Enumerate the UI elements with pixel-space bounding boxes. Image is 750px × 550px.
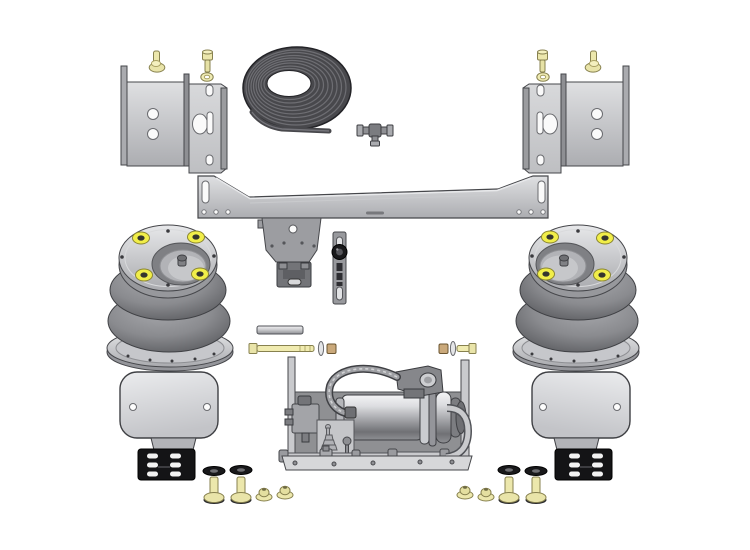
air-spring-right [512, 224, 640, 372]
label-print [336, 263, 343, 271]
black-washer [203, 466, 252, 476]
oval-hole [193, 114, 208, 134]
slot-hole [206, 85, 213, 96]
bolt-head [469, 344, 476, 354]
bolt-shaft [457, 346, 470, 352]
bolt-hole [148, 109, 159, 120]
slot-hole [207, 112, 213, 134]
hex-bolt-icon [203, 50, 213, 72]
label-print [336, 273, 343, 280]
washer-side [318, 342, 323, 356]
bolt-head [249, 344, 257, 354]
label-print [336, 282, 343, 286]
inflation-valve-bracket [332, 232, 347, 304]
bracket-main-plate [127, 82, 184, 166]
air-spring-left [107, 225, 233, 371]
slot-hole [206, 155, 213, 165]
bolt-hole [148, 129, 159, 140]
spacer-sleeve [257, 326, 303, 334]
slot-hole [538, 181, 545, 203]
bracket-flange [121, 66, 127, 165]
slot-hole [202, 181, 209, 203]
lower-mount-bracket [138, 449, 195, 480]
crossmember-bracket [198, 176, 548, 287]
tee-fitting [357, 124, 393, 146]
carriage-bolt-long [203, 477, 252, 504]
lock-nut [439, 344, 448, 354]
bracket-side-edge [221, 88, 227, 169]
bolt-hole-markers [133, 231, 209, 281]
slot-hole [337, 287, 343, 300]
tray-floor [282, 456, 472, 470]
sleeve-and-long-bolt [249, 326, 336, 356]
lower-mount-left [120, 372, 293, 504]
upper-mount-bracket-left [121, 50, 227, 173]
air-line-tubing-coil [243, 47, 351, 131]
washer-side [450, 342, 455, 356]
solenoid-valve [285, 396, 319, 442]
carriage-bolt-icon [149, 51, 165, 72]
flange-nut [256, 486, 293, 501]
center-drop-bracket [258, 218, 321, 287]
nut-and-short-bolt [439, 342, 476, 356]
center-mark [366, 211, 384, 215]
lock-nut [327, 344, 336, 354]
flat-washer-icon [201, 73, 213, 82]
compressor-assembly [279, 357, 472, 470]
bracket-bend [184, 74, 189, 166]
